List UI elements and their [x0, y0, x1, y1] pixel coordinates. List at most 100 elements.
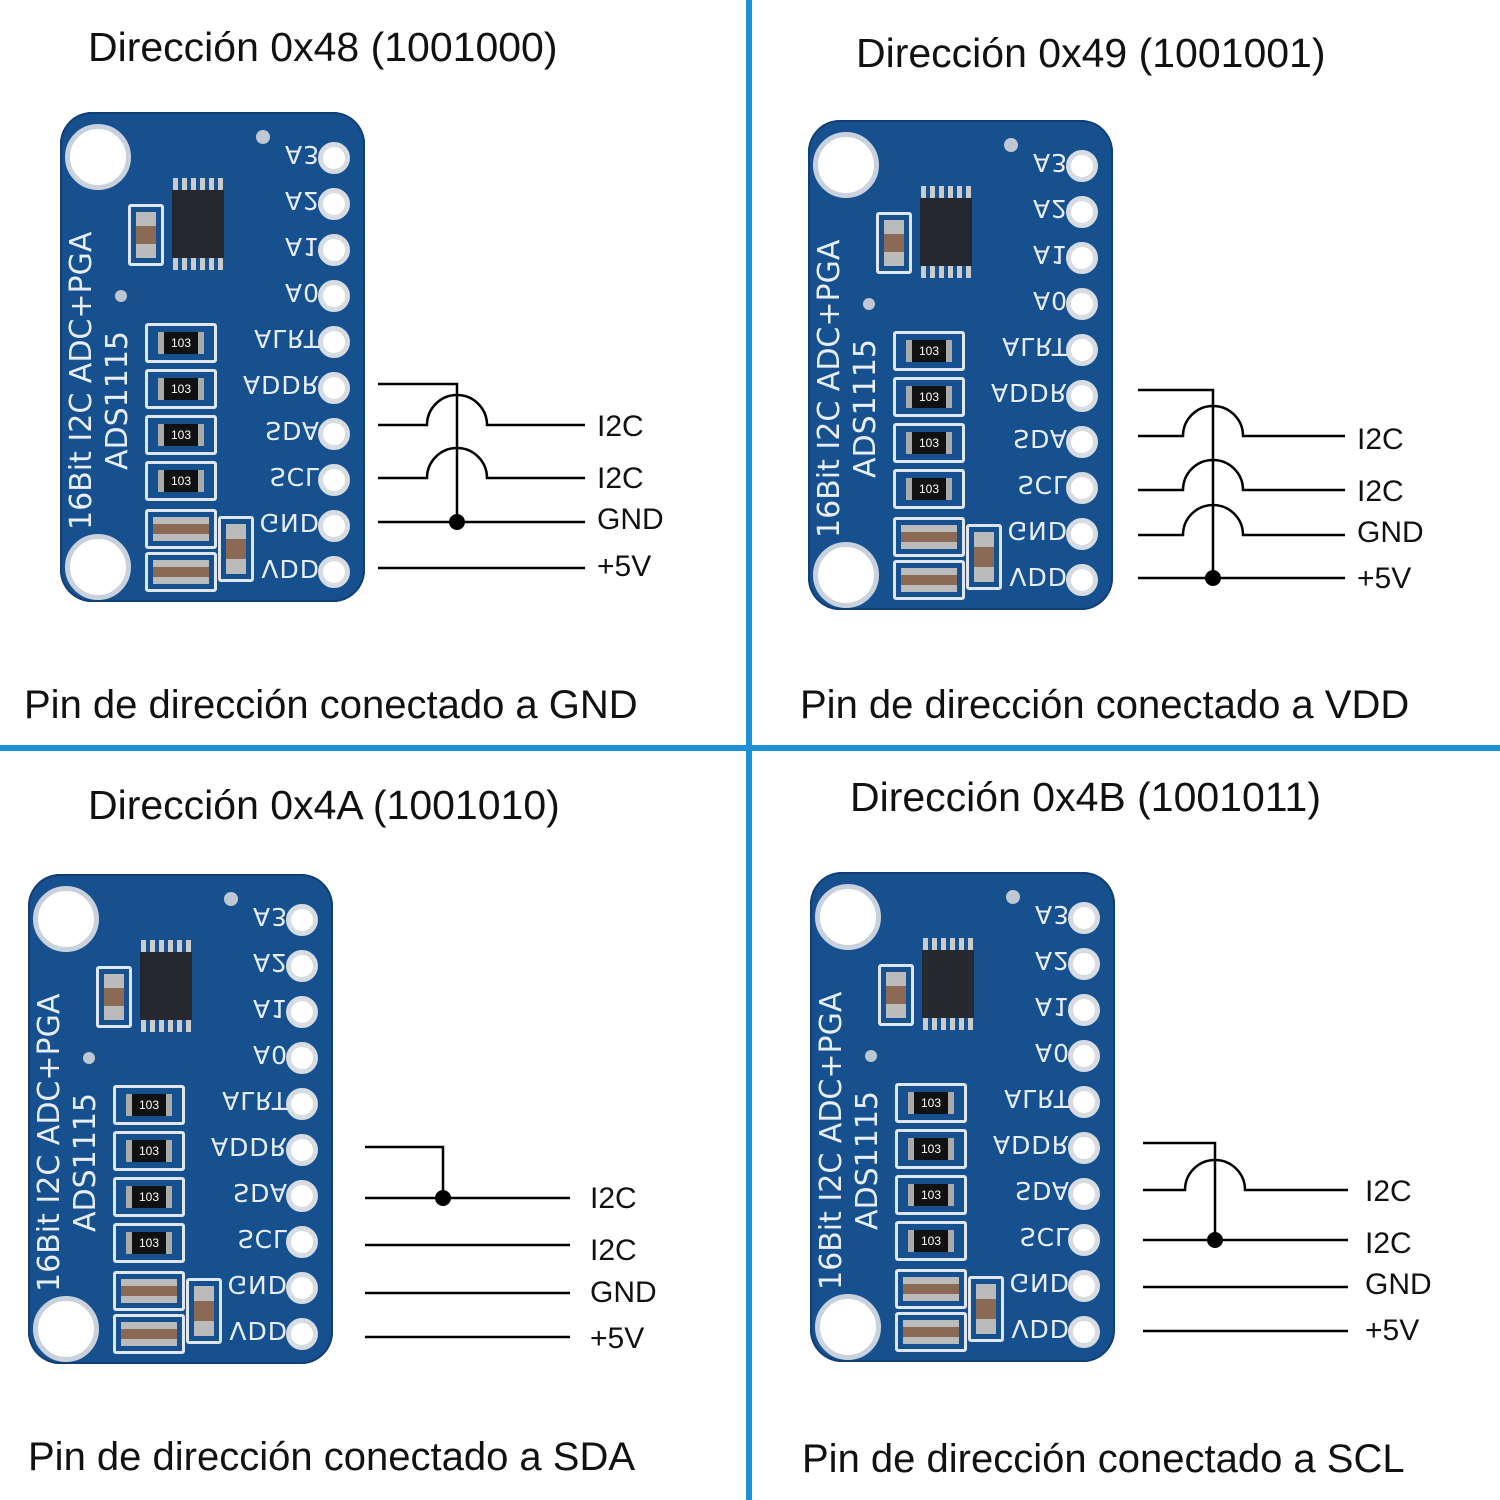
pin-gnd	[318, 510, 350, 542]
resistor-code: 103	[906, 478, 952, 500]
adc-chip	[920, 198, 972, 266]
capacitor-body	[886, 972, 906, 1018]
wire-label: +5V	[590, 1322, 645, 1355]
resistor: 103	[113, 1223, 185, 1263]
wire-label: +5V	[1365, 1314, 1420, 1347]
resistor: 103	[895, 1129, 967, 1169]
capacitor-body	[194, 1286, 214, 1336]
resistor: 103	[893, 423, 965, 463]
pin-alrt	[318, 326, 350, 358]
capacitor-body	[136, 212, 156, 258]
wire-gnd-hop	[1138, 503, 1345, 537]
resistor-code: 103	[158, 470, 204, 492]
wire-label: I2C	[597, 410, 644, 443]
wire-sda-hop	[1138, 404, 1345, 438]
panel-title: Dirección 0x49 (1001001)	[856, 30, 1326, 76]
panel-title: Dirección 0x4B (1001011)	[850, 774, 1321, 820]
capacitor	[895, 1269, 967, 1309]
resistor-code: 103	[908, 1138, 954, 1160]
chip-legs	[141, 940, 191, 952]
capacitor	[966, 524, 1002, 590]
resistor-code: 103	[158, 378, 204, 400]
wire-label: GND	[1365, 1268, 1432, 1301]
addr-wire	[1138, 388, 1215, 578]
adc-chip	[140, 952, 192, 1020]
pin-alrt	[286, 1088, 318, 1120]
resistor: 103	[113, 1177, 185, 1217]
pin-sda	[1068, 1178, 1100, 1210]
chip-legs	[141, 1020, 191, 1032]
pin-a3	[1068, 902, 1100, 934]
adc-chip	[172, 190, 224, 258]
pin-gnd	[1068, 1270, 1100, 1302]
resistor: 103	[113, 1085, 185, 1125]
wire-label: I2C	[590, 1182, 637, 1215]
panel-title: Dirección 0x4A (1001010)	[88, 782, 560, 828]
capacitor	[876, 212, 912, 274]
capacitor	[968, 1276, 1004, 1342]
pin-a2	[318, 188, 350, 220]
panel-title: Dirección 0x48 (1001000)	[88, 24, 558, 70]
chip-legs	[923, 1018, 973, 1030]
wire-label: GND	[597, 503, 664, 536]
pin-vdd	[1066, 564, 1098, 596]
panel-caption: Pin de dirección conectado a GND	[24, 683, 638, 727]
resistor-code: 103	[908, 1092, 954, 1114]
resistor-code: 103	[126, 1094, 172, 1116]
capacitor	[113, 1271, 185, 1311]
panel-caption: Pin de dirección conectado a SDA	[28, 1435, 636, 1479]
capacitor	[145, 552, 217, 592]
chip-legs	[921, 186, 971, 198]
mounting-hole	[33, 886, 99, 952]
wire-label: I2C	[590, 1234, 637, 1267]
pin-sda	[318, 418, 350, 450]
via	[115, 290, 127, 302]
resistor: 103	[895, 1221, 967, 1261]
capacitor	[128, 204, 164, 266]
capacitor	[186, 1278, 222, 1344]
wire-label: GND	[590, 1276, 657, 1309]
wire-label: I2C	[1357, 475, 1404, 508]
wire-label: I2C	[1365, 1227, 1412, 1260]
resistor: 103	[113, 1131, 185, 1171]
capacitor-body	[903, 1320, 959, 1344]
pin-scl	[318, 464, 350, 496]
mounting-hole	[813, 542, 879, 608]
pin-a3	[318, 142, 350, 174]
resistor: 103	[145, 415, 217, 455]
resistor: 103	[145, 369, 217, 409]
panel-caption: Pin de dirección conectado a SCL	[802, 1437, 1405, 1481]
capacitor-body	[976, 1284, 996, 1334]
addr-wire	[378, 382, 459, 522]
pin-addr	[1066, 380, 1098, 412]
wire-label: I2C	[1365, 1175, 1412, 1208]
mounting-hole	[815, 1294, 881, 1360]
resistor: 103	[895, 1175, 967, 1215]
pin-vdd	[1068, 1316, 1100, 1348]
wire-label: GND	[1357, 516, 1424, 549]
wire-label: I2C	[597, 462, 644, 495]
pin-a1	[1066, 242, 1098, 274]
mounting-hole	[65, 534, 131, 600]
via	[1006, 890, 1020, 904]
resistor: 103	[895, 1083, 967, 1123]
capacitor-body	[226, 524, 246, 574]
resistor-code: 103	[126, 1140, 172, 1162]
capacitor	[878, 964, 914, 1026]
capacitor	[218, 516, 254, 582]
resistor-code: 103	[906, 386, 952, 408]
mounting-hole	[33, 1296, 99, 1362]
pin-vdd	[318, 556, 350, 588]
pin-a2	[1068, 948, 1100, 980]
pin-a0	[286, 1042, 318, 1074]
mounting-hole	[65, 124, 131, 190]
capacitor	[113, 1314, 185, 1354]
pin-a1	[1068, 994, 1100, 1026]
wire-scl-hop	[1138, 458, 1345, 492]
pin-gnd	[286, 1272, 318, 1304]
capacitor-body	[153, 560, 209, 584]
capacitor-body	[121, 1279, 177, 1303]
